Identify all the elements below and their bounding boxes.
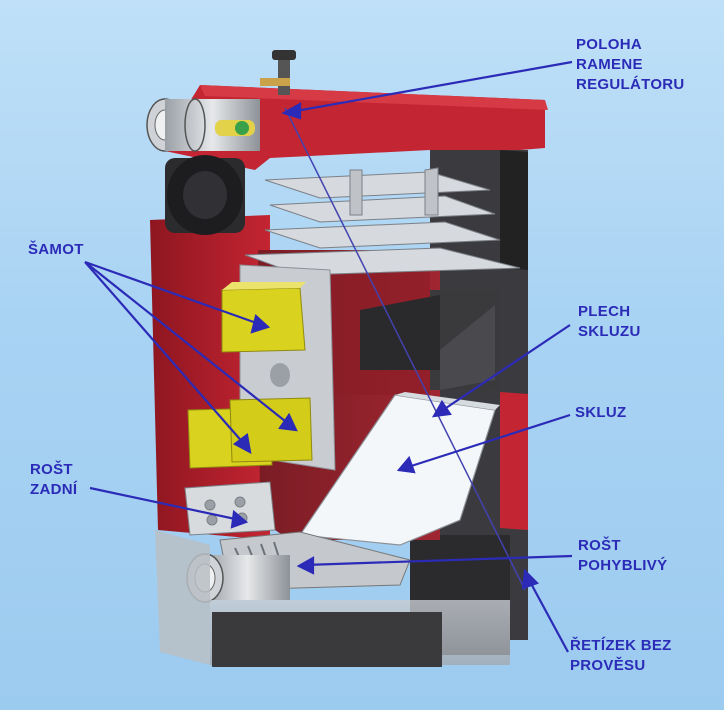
annotation-arrows: [84, 60, 573, 653]
rear-grate: [184, 481, 276, 536]
base: [155, 530, 510, 667]
label-retizek-line1: ŘETÍZEK BEZ: [570, 637, 672, 654]
flue-pipe: [146, 50, 296, 152]
label-plech: PLECH SKLUZU: [578, 302, 641, 342]
exchanger-plates: [244, 167, 521, 276]
chain: [284, 107, 526, 591]
label-rost-pohyblivy: ROŠT POHYBLIVÝ: [578, 536, 667, 576]
label-poloha: POLOHA RAMENE REGULÁTORU: [576, 35, 685, 95]
label-retizek: ŘETÍZEK BEZ PROVĚSU: [570, 636, 672, 676]
label-rost-zadni-line2: ZADNÍ: [30, 481, 78, 498]
label-plech-line2: SKLUZU: [578, 323, 641, 340]
label-samot: ŠAMOT: [28, 241, 84, 258]
samot-bricks: [187, 282, 313, 469]
label-plech-line1: PLECH: [578, 303, 631, 320]
moving-grate: [186, 531, 411, 603]
label-retizek-line2: PROVĚSU: [570, 657, 646, 674]
label-poloha-line1: POLOHA: [576, 36, 642, 53]
label-rost-zadni-line1: ROŠT: [30, 461, 73, 478]
label-poloha-line3: REGULÁTORU: [576, 76, 685, 93]
label-rost-pohyblivy-line2: POHYBLIVÝ: [578, 557, 668, 574]
label-rost-zadni: ROŠT ZADNÍ: [30, 460, 77, 500]
label-skluz: SKLUZ: [575, 404, 627, 421]
fan-housing: [165, 155, 245, 235]
label-poloha-line2: RAMENE: [576, 56, 643, 73]
label-rost-pohyblivy-line1: ROŠT: [578, 537, 621, 554]
dark-blocks: [360, 290, 500, 390]
